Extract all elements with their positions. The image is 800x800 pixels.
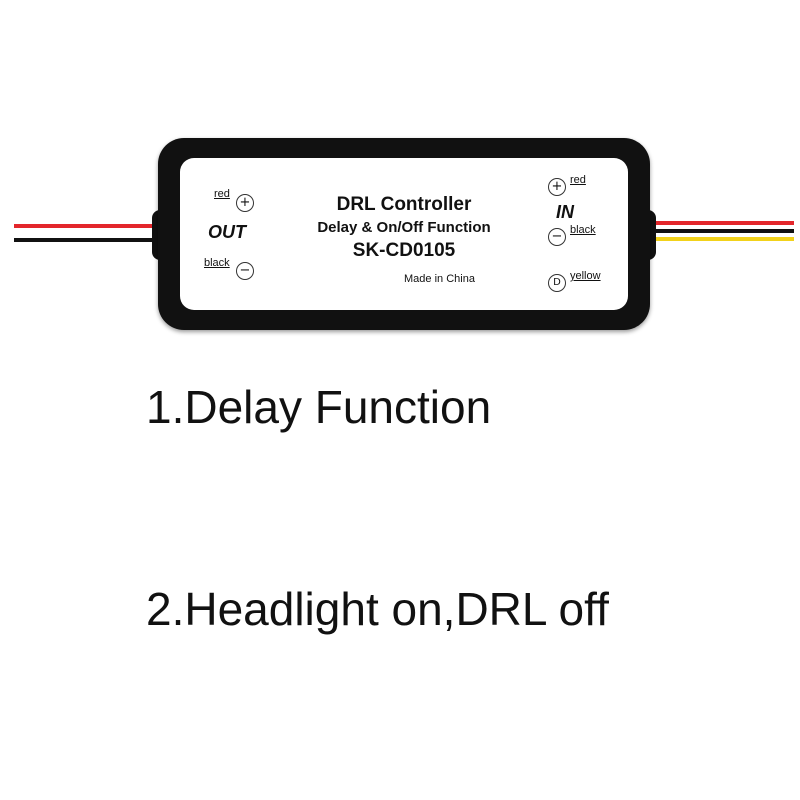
out-label: OUT: [208, 222, 246, 242]
in-red-label: red: [570, 174, 586, 186]
out-black-label: black: [204, 257, 230, 269]
device-origin: Made in China: [404, 273, 475, 285]
in-yellow-label: yellow: [570, 270, 601, 282]
device-model: SK-CD0105: [352, 240, 456, 261]
out-minus-icon: −: [236, 262, 254, 280]
in-plus-icon: +: [548, 178, 566, 196]
caption-headlight-drl: 2.Headlight on,DRL off: [146, 583, 609, 635]
in-label: IN: [556, 202, 574, 222]
device-title: DRL Controller: [336, 194, 472, 215]
caption-delay-function: 1.Delay Function: [146, 381, 492, 433]
in-black-label: black: [570, 224, 596, 236]
in-minus-icon: −: [548, 228, 566, 246]
device-subtitle: Delay & On/Off Function: [317, 219, 491, 236]
in-black-wire: [644, 229, 794, 233]
in-yellow-wire: [644, 237, 794, 241]
in-d-icon: D: [548, 274, 566, 292]
out-plus-icon: +: [236, 194, 254, 212]
device-label-plate: red + OUT black − DRL Controller Delay &…: [180, 158, 628, 310]
out-red-wire: [14, 224, 164, 228]
in-red-wire: [644, 221, 794, 225]
out-red-label: red: [214, 188, 230, 200]
out-black-wire: [14, 238, 164, 242]
drl-controller-device: red + OUT black − DRL Controller Delay &…: [158, 138, 650, 330]
